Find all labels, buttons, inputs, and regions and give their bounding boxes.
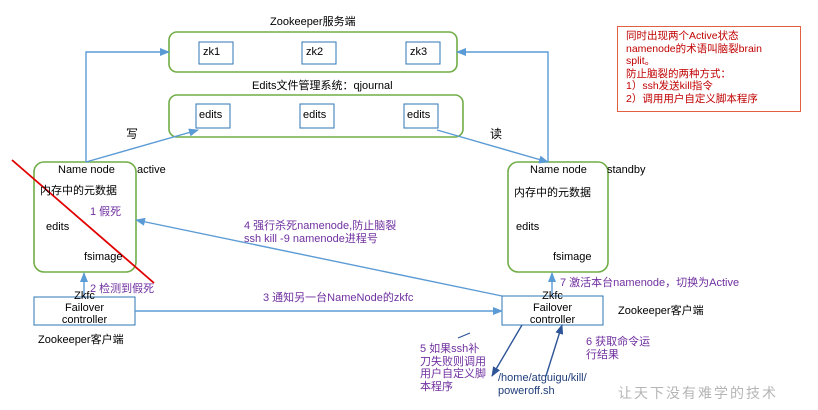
journal-edits-3-box: [403, 103, 439, 129]
left-namenode-state: active: [137, 164, 166, 176]
note-line-3: split。: [626, 55, 656, 68]
note-line-2: namenode的术语叫脑裂brain: [626, 42, 762, 55]
zookeeper-title: Zookeeper服务端: [270, 16, 356, 28]
right-namenode-box: [507, 161, 609, 273]
journal-edits-1-box: [195, 103, 231, 129]
write-arrow: [85, 128, 199, 163]
right-namenode-state: standby: [607, 164, 646, 176]
script-pointer-line: [457, 332, 471, 339]
read-arrow: [436, 129, 549, 164]
step-7-label: 7 激活本台namenode，切换为Active: [560, 277, 740, 289]
write-label: 写: [126, 127, 139, 141]
right-namenode-edits: edits: [516, 221, 540, 233]
brain-split-note: 同时出现两个Active状态 namenode的术语叫脑裂brain split…: [617, 26, 801, 112]
failed-cross: [11, 159, 155, 284]
journal-title: Edits文件管理系统：qjournal: [252, 80, 393, 92]
step-5-label: 5 如果ssh补 刀失败则调用 用户自定义脚 本程序: [420, 343, 486, 393]
step-3-label: 3 通知另一台NameNode的zkfc: [263, 292, 414, 304]
read-label: 读: [490, 127, 503, 141]
result-arrow: [545, 324, 564, 377]
right-zkfc-label: Zkfc Failover controller: [529, 290, 576, 326]
left-namenode-fsimage: fsimage: [84, 251, 123, 263]
left-namenode-memory: 内存中的元数据: [40, 185, 117, 197]
journal-edits-2: edits: [303, 109, 327, 121]
zk1-box: [198, 41, 234, 65]
script-call-arrow: [491, 324, 523, 377]
step-4-label-line1: 4 强行杀死namenode,防止脑裂: [244, 220, 397, 232]
script-path: /home/atguigu/kill/ poweroff.sh: [498, 372, 587, 397]
step-1-label: 1 假死: [90, 206, 122, 218]
arrow-right-to-zookeeper: [456, 48, 549, 162]
zk3-box: [405, 41, 441, 65]
right-namenode-memory: 内存中的元数据: [514, 187, 591, 199]
zk2-box: [301, 41, 337, 65]
left-namenode-edits: edits: [46, 221, 70, 233]
right-namenode-title: Name node: [530, 164, 587, 176]
note-line-1: 同时出现两个Active状态: [626, 30, 739, 42]
right-zkfc-client: Zookeeper客户端: [618, 305, 704, 317]
step-2-label: 2 检测到假死: [90, 283, 155, 295]
zk3-label: zk3: [410, 46, 428, 58]
right-zkfc-box: [501, 295, 604, 326]
zk1-label: zk1: [203, 46, 221, 58]
note-line-5: 1）ssh发送kill指令: [626, 80, 713, 93]
zk2-label: zk2: [306, 46, 324, 58]
note-line-4: 防止脑裂的两种方式：: [626, 67, 731, 80]
arrow-left-to-zookeeper: [85, 48, 170, 162]
journal-edits-1: edits: [199, 109, 223, 121]
left-zkfc-label: Zkfc Failover controller: [61, 290, 108, 326]
kill-arrow: [135, 217, 503, 297]
right-namenode-fsimage: fsimage: [553, 251, 592, 263]
journal-edits-3: edits: [407, 109, 431, 121]
left-zkfc-client: Zookeeper客户端: [38, 334, 124, 346]
note-line-6: 2）调用用户自定义脚本程序: [626, 92, 758, 105]
step-6-label: 6 获取命令运 行结果: [586, 336, 651, 361]
journal-edits-2-box: [299, 103, 335, 129]
step-4-label-line2: ssh kill -9 namenode进程号: [244, 233, 378, 245]
left-namenode-title: Name node: [58, 164, 115, 176]
watermark: 让天下没有难学的技术: [618, 386, 778, 402]
